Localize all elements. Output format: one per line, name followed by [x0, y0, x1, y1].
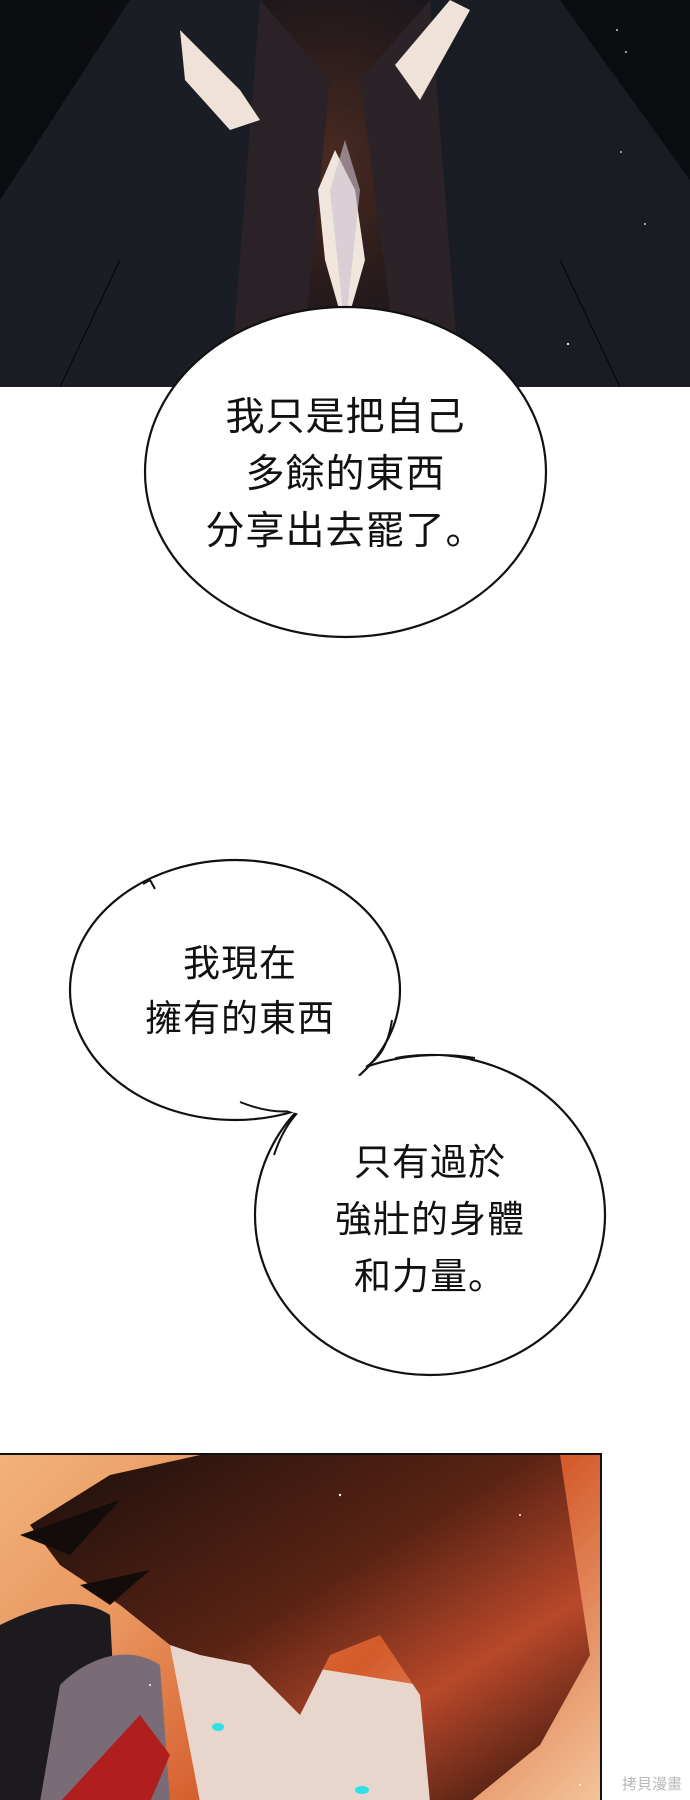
bottom-panel-illustration — [0, 1453, 602, 1800]
bubble-1-line-2: 多餘的東西 — [245, 452, 446, 497]
cloaked-figure-art — [0, 0, 690, 387]
right-eye-glow — [355, 1786, 369, 1794]
bubble-2-line-1: 我現在 — [183, 942, 297, 985]
bubble-2-line-2: 擁有的東西 — [145, 997, 335, 1040]
bubble-2-text: 我現在 擁有的東西 — [100, 936, 380, 1046]
bubble-3-line-2: 強壯的身體 — [335, 1198, 525, 1241]
character-closeup-art — [0, 1455, 590, 1800]
bubble-1-line-1: 我只是把自己 — [225, 395, 466, 440]
bubble-1-text: 我只是把自己 多餘的東西 分享出去罷了。 — [145, 389, 546, 560]
bubble-3-line-1: 只有過於 — [354, 1141, 506, 1184]
speech-bubble-2 — [68, 858, 402, 1122]
bubble-3-line-3: 和力量。 — [354, 1255, 506, 1298]
watermark-label: 拷貝漫畫 — [622, 1775, 683, 1793]
left-eye-glow — [212, 1723, 224, 1731]
speech-bubble-1 — [143, 305, 548, 639]
top-panel-illustration — [0, 0, 690, 387]
bubble-3-text: 只有過於 強壯的身體 和力量。 — [290, 1134, 570, 1305]
bubble-1-line-3: 分享出去罷了。 — [205, 509, 486, 554]
